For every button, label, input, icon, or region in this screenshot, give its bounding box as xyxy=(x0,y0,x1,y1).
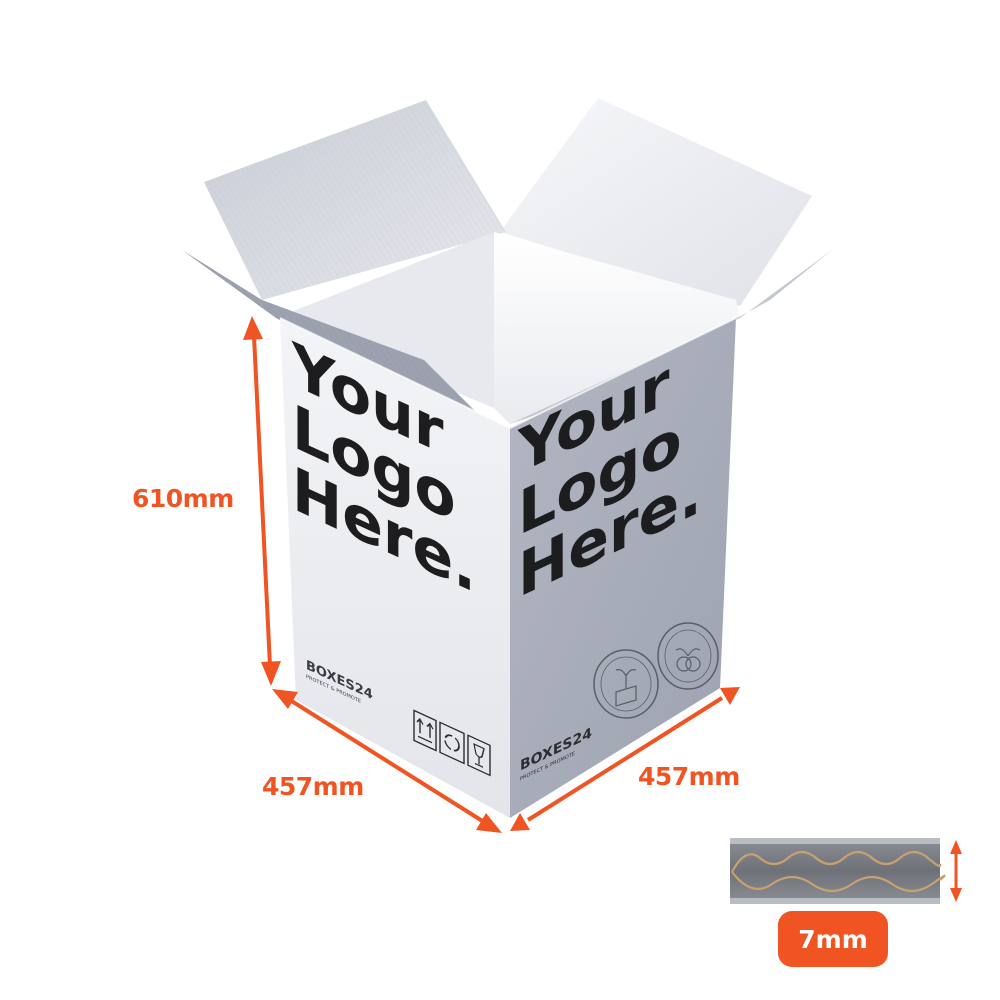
badge-environmentally-friendly xyxy=(657,622,719,690)
wall-thickness-badge: 7mm xyxy=(778,911,888,967)
handling-icons xyxy=(413,709,491,777)
inner-wall-right xyxy=(494,232,740,424)
right-width-dimension-arrow xyxy=(510,687,740,831)
thickness-dimension-arrow xyxy=(950,840,962,902)
left-width-dimension-arrow xyxy=(272,689,502,833)
badge-biodegradable xyxy=(593,649,659,719)
box-face-front xyxy=(280,318,510,818)
height-dimension-arrow xyxy=(243,316,281,686)
box-face-side xyxy=(510,318,736,818)
this-way-up-icon xyxy=(413,709,437,752)
flute-wave-upper xyxy=(731,850,942,873)
width-right-label: 457mm xyxy=(638,762,740,791)
flute-wave-lower xyxy=(731,871,946,893)
inner-wall-left xyxy=(276,232,494,408)
back-flap-right xyxy=(500,98,812,306)
recycle-icon xyxy=(439,721,465,765)
height-label: 610mm xyxy=(132,484,234,513)
width-left-label: 457mm xyxy=(262,772,364,801)
fragile-icon xyxy=(467,734,491,777)
board-cross-section xyxy=(730,838,946,904)
